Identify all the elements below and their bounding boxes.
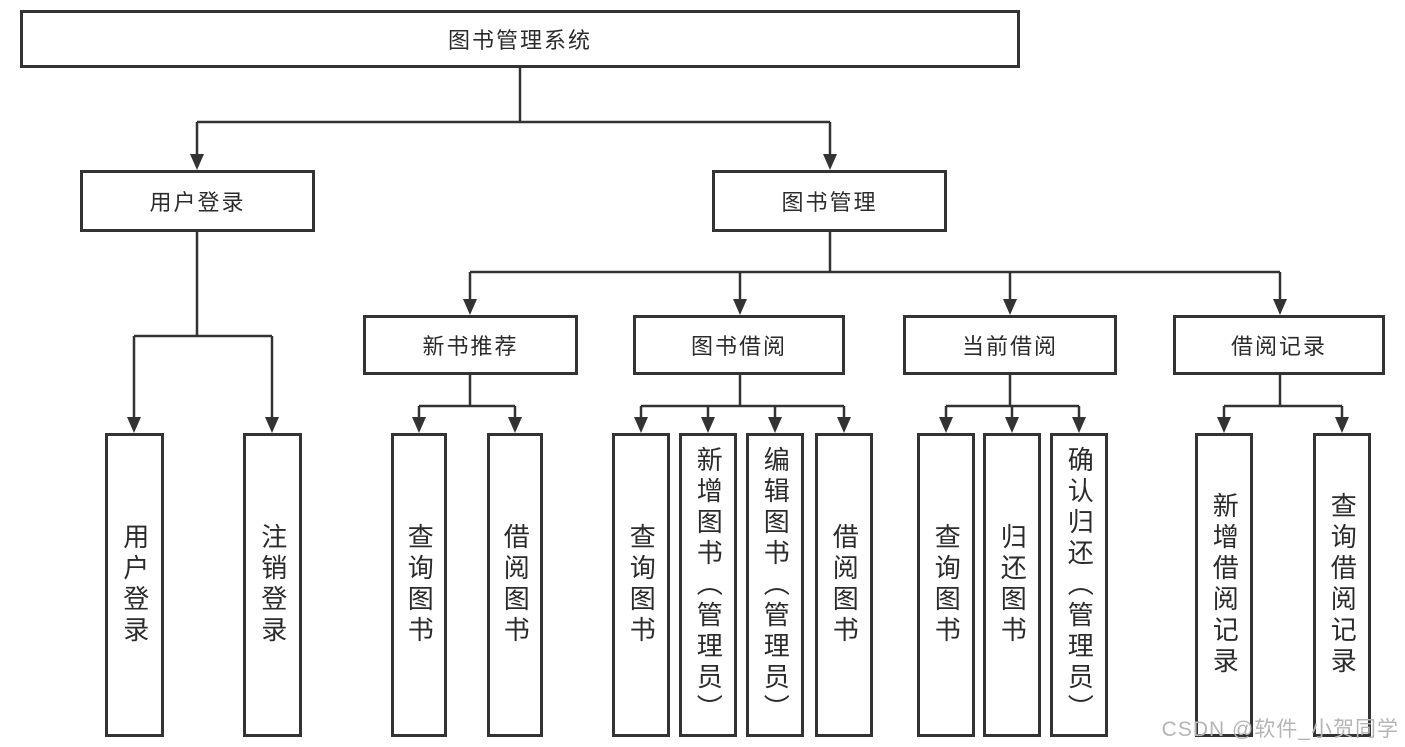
connector-root-branch bbox=[190, 68, 837, 170]
connector-current-borrow-branch bbox=[939, 375, 1086, 433]
node-current-borrow-label: 当前借阅 bbox=[961, 334, 1058, 359]
node-user-login-branch: 用户登录 bbox=[80, 170, 315, 232]
leaf-add-book-admin-label: 新增图书（管理员） bbox=[693, 445, 724, 725]
node-new-book-rec-label: 新书推荐 bbox=[422, 334, 519, 359]
leaf-edit-book-admin-label: 编辑图书（管理员） bbox=[760, 445, 791, 725]
leaf-logout: 注销登录 bbox=[243, 433, 302, 737]
leaf-return-book-label: 归还图书 bbox=[997, 523, 1028, 647]
node-borrow-record: 借阅记录 bbox=[1173, 315, 1385, 375]
leaf-query-book-borrow: 查询图书 bbox=[612, 433, 670, 737]
leaf-add-borrow-record: 新增借阅记录 bbox=[1195, 433, 1253, 737]
node-root-system: 图书管理系统 bbox=[20, 10, 1020, 68]
leaf-edit-book-admin: 编辑图书（管理员） bbox=[746, 433, 804, 737]
node-current-borrow: 当前借阅 bbox=[903, 315, 1117, 375]
leaf-borrow-book-newbook: 借阅图书 bbox=[487, 433, 543, 737]
leaf-borrow-book-newbook-label: 借阅图书 bbox=[500, 523, 531, 647]
connector-user-login-branch bbox=[127, 232, 279, 433]
connector-borrow-record-branch bbox=[1217, 375, 1349, 433]
leaf-confirm-return-admin: 确认归还（管理员） bbox=[1050, 433, 1108, 737]
node-user-login-label: 用户登录 bbox=[149, 190, 246, 215]
leaf-query-book-current: 查询图书 bbox=[917, 433, 975, 737]
leaf-query-borrow-record-label: 查询借阅记录 bbox=[1327, 492, 1358, 678]
connector-new-book-rec-branch bbox=[412, 375, 522, 433]
node-borrow-record-label: 借阅记录 bbox=[1230, 334, 1327, 359]
leaf-query-book-newbook: 查询图书 bbox=[391, 433, 447, 737]
node-root-label: 图书管理系统 bbox=[447, 28, 592, 53]
node-new-book-rec: 新书推荐 bbox=[363, 315, 578, 375]
leaf-query-borrow-record: 查询借阅记录 bbox=[1313, 433, 1371, 737]
leaf-return-book: 归还图书 bbox=[983, 433, 1041, 737]
node-book-borrow: 图书借阅 bbox=[633, 315, 845, 375]
leaf-add-borrow-record-label: 新增借阅记录 bbox=[1209, 492, 1240, 678]
leaf-logout-label: 注销登录 bbox=[257, 523, 288, 647]
csdn-watermark: CSDN @软件_小贺同学 bbox=[1161, 718, 1399, 741]
leaf-user-login: 用户登录 bbox=[105, 433, 164, 737]
connector-book-mgmt-branch bbox=[463, 232, 1287, 315]
leaf-add-book-admin: 新增图书（管理员） bbox=[679, 433, 737, 737]
leaf-query-book-newbook-label: 查询图书 bbox=[404, 523, 435, 647]
connector-book-borrow-branch bbox=[634, 375, 851, 433]
leaf-query-book-borrow-label: 查询图书 bbox=[626, 523, 657, 647]
leaf-query-book-current-label: 查询图书 bbox=[931, 523, 962, 647]
leaf-confirm-return-admin-label: 确认归还（管理员） bbox=[1064, 445, 1095, 725]
leaf-user-login-label: 用户登录 bbox=[119, 523, 150, 647]
node-book-borrow-label: 图书借阅 bbox=[690, 334, 787, 359]
node-book-mgmt-label: 图书管理 bbox=[781, 190, 878, 215]
leaf-borrow-book-borrow: 借阅图书 bbox=[815, 433, 873, 737]
leaf-borrow-book-borrow-label: 借阅图书 bbox=[829, 523, 860, 647]
node-book-mgmt-branch: 图书管理 bbox=[712, 170, 947, 232]
